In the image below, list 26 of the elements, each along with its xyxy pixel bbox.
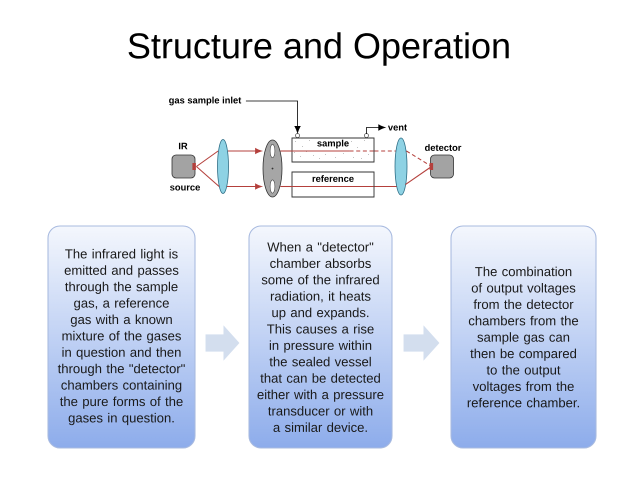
chopper-disc (262, 140, 282, 198)
light-beam (228, 148, 262, 154)
device-label: IR (178, 142, 188, 150)
light-beam (226, 184, 262, 190)
light-beam (280, 150, 292, 152)
device-label: detector (424, 144, 462, 151)
text-box: The infrared light is emitted and passes through the sample gas, a reference gas with a known mixture of the gases in question and then through the "detector" chambers containing the pure forms of the gases in question. (47, 225, 196, 449)
light-beam (374, 186, 397, 188)
gas-cell: sample (292, 133, 374, 162)
arrow (246, 100, 301, 133)
light-beam (374, 150, 396, 152)
gas-cell: reference (292, 172, 374, 198)
lens (394, 138, 408, 196)
lens (217, 139, 229, 194)
text-box: When a "detector" chamber absorbs some of the infrared radiation, it heats up and expands. This causes a rise in pressure within the sealed vessel that can be detected either with a pressure transducer or with a similar device. (248, 225, 393, 449)
light-beam (280, 186, 292, 188)
pointer-label: gas sample inlet (169, 96, 242, 106)
title: Structure and Operation (128, 32, 509, 66)
light-beam (406, 150, 430, 166)
text-box: The combination of output voltages from the detector chambers from the sample gas can then be compared to the output voltages from the reference chamber. (450, 225, 597, 449)
light-beam (405, 167, 430, 185)
device-label: source (170, 185, 200, 191)
pointer-label: vent (388, 124, 407, 131)
light-beam (196, 166, 220, 187)
arrow (366, 124, 386, 134)
light-beam (196, 150, 218, 167)
